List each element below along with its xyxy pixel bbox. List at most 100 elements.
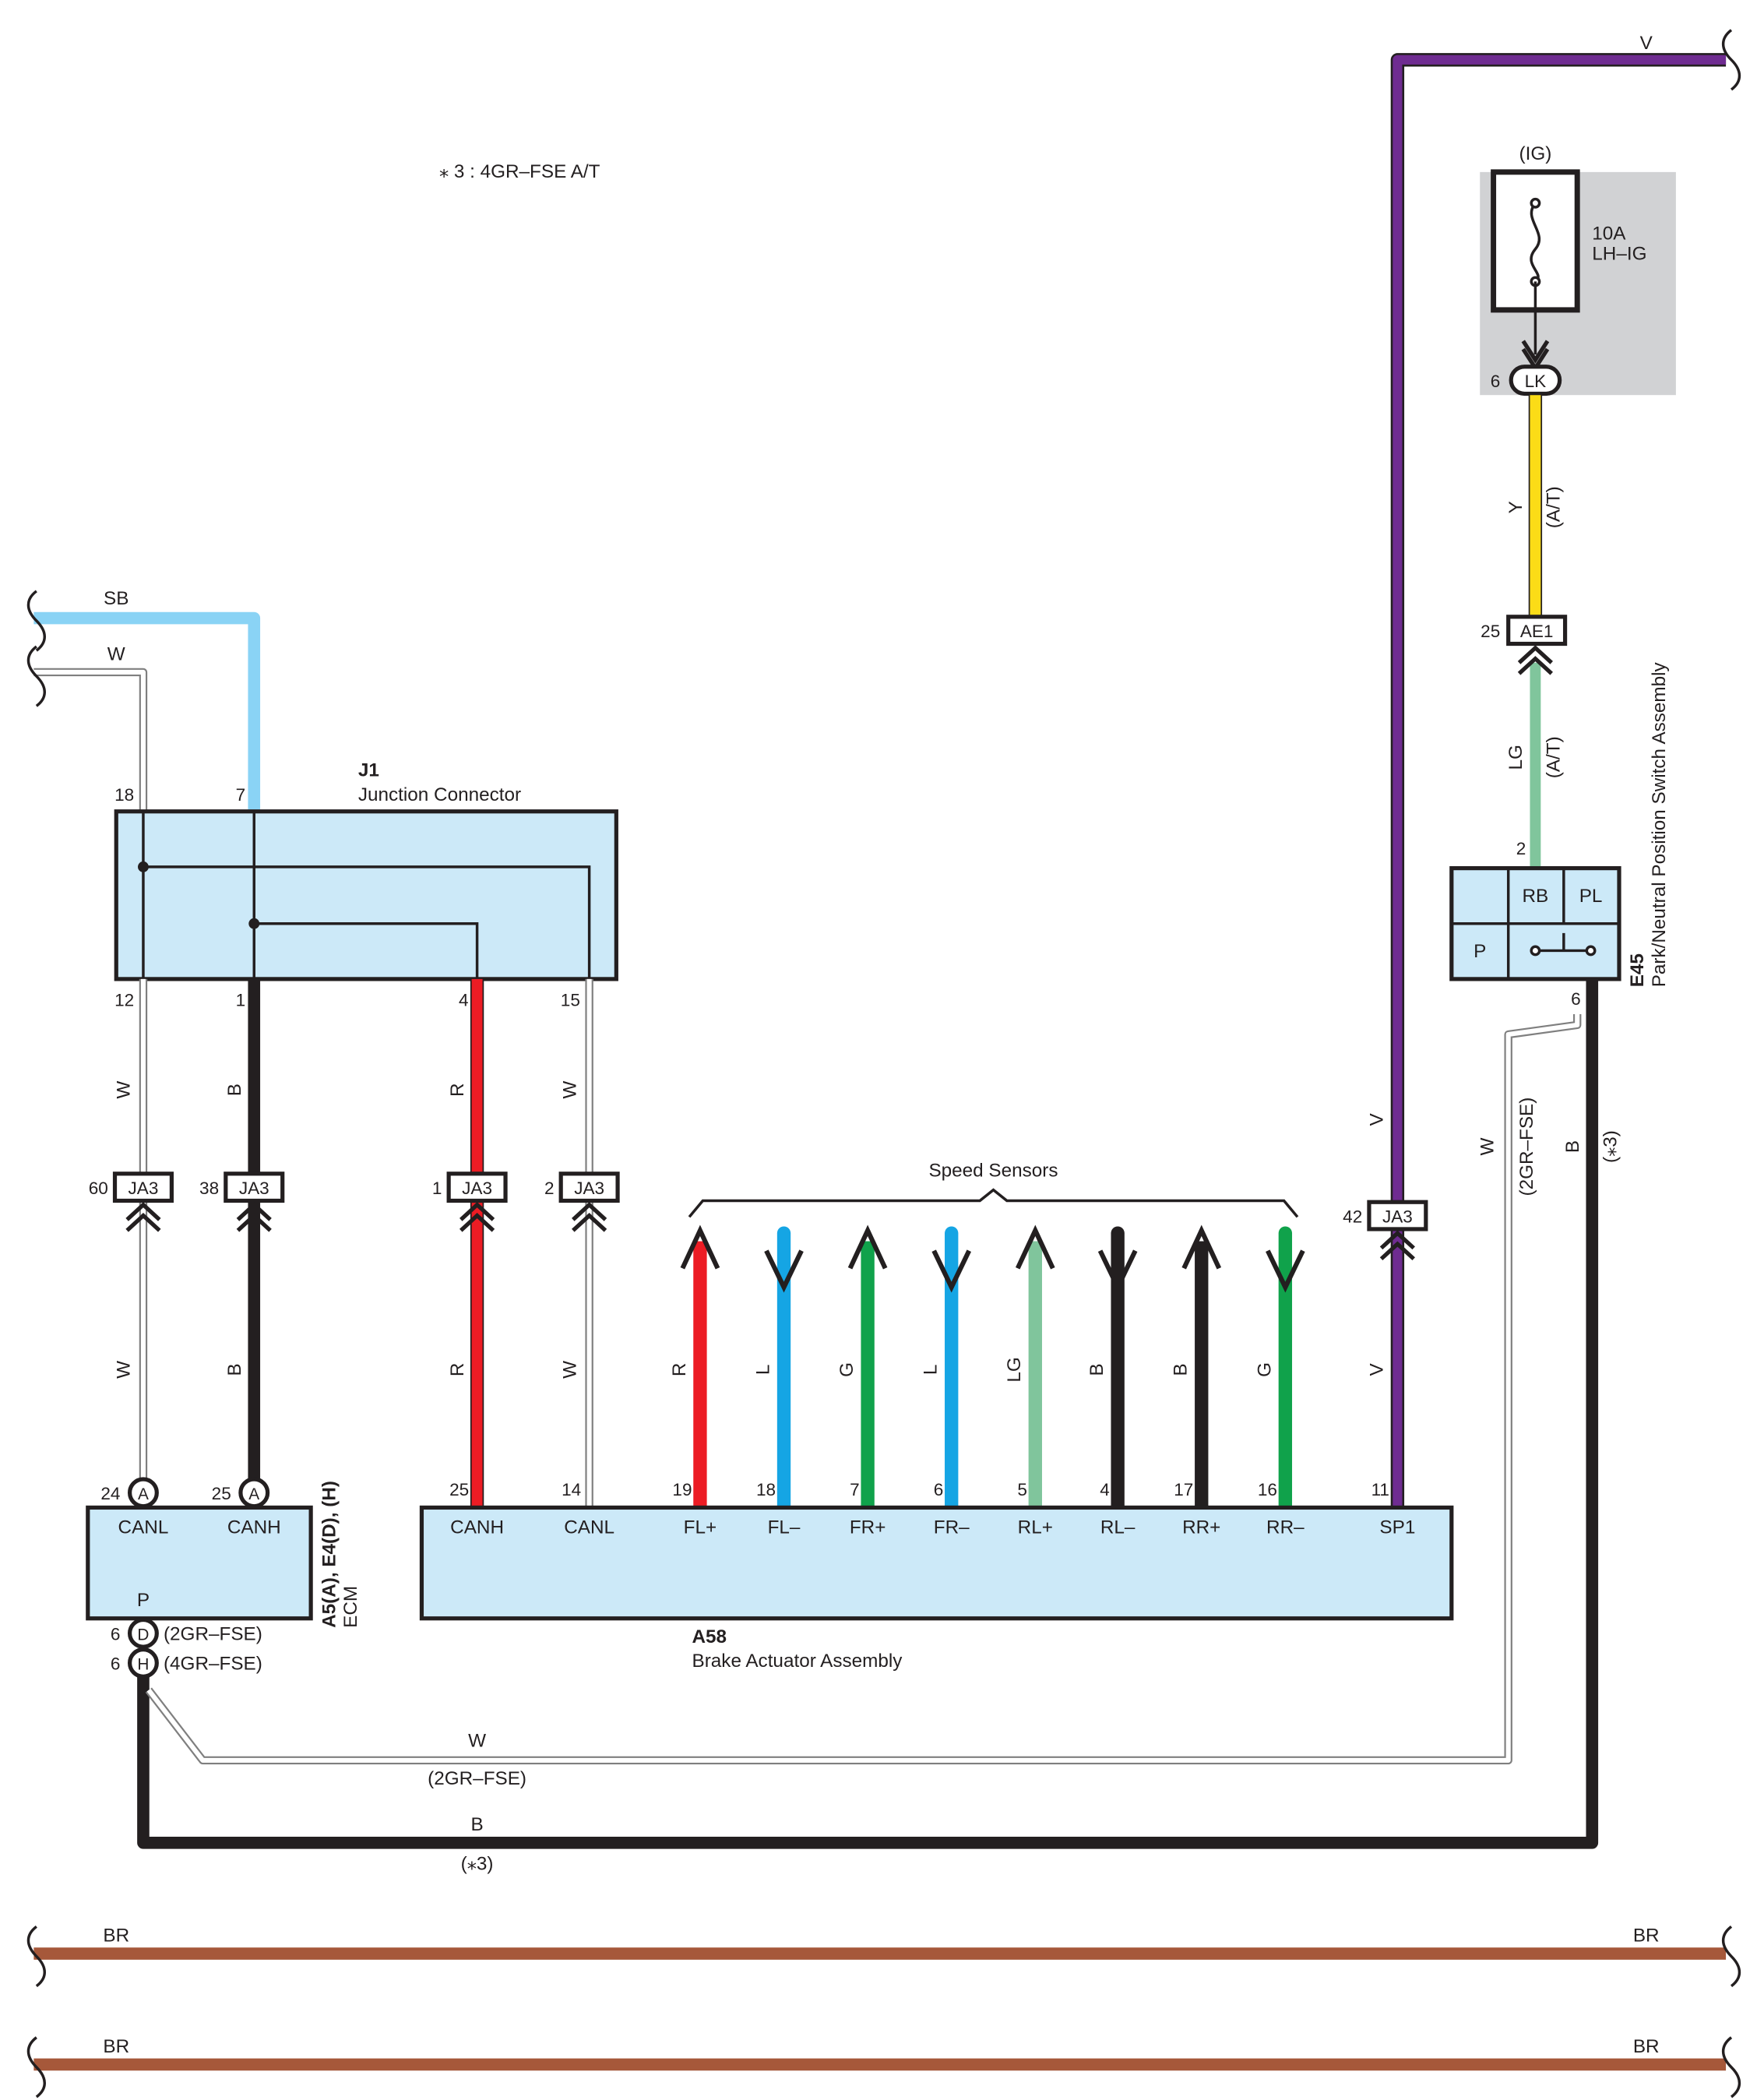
ecm-id: A5(A), E4(D), (H): [319, 1481, 340, 1628]
junction-pin-12: 12: [114, 991, 134, 1010]
arrow-up-icon: [1181, 1224, 1222, 1270]
connector-label: JA3: [239, 1179, 269, 1198]
fuse-icon: [1530, 202, 1541, 283]
actuator-terminal-pin: 14: [562, 1480, 581, 1499]
wire-label-v-upper: V: [1366, 1112, 1387, 1126]
wire-label-b-right: B: [1562, 1140, 1583, 1153]
ecm-pin-connector: [127, 1617, 159, 1649]
wire-y: Y (A/T): [1505, 395, 1565, 618]
wire-sb-in: SB: [26, 588, 261, 812]
fuse-box: (IG) 10A LH–IG LK 6: [1480, 143, 1676, 396]
arrow-up-icon: [1015, 1224, 1055, 1270]
junction-id: J1: [358, 760, 379, 781]
wire-label-w: W: [114, 1081, 135, 1099]
actuator-terminal-name: RR–: [1266, 1517, 1305, 1538]
ecm-terminal-canl: CANL: [118, 1517, 169, 1538]
wire-label-w-bottom: W: [468, 1731, 486, 1752]
wire-w-in: W: [26, 643, 148, 812]
speed-sensor-wire-label: B: [1171, 1363, 1192, 1376]
connector-arrow-icon: [125, 1202, 161, 1232]
connector-ja3-60: JA3 60: [89, 1172, 174, 1232]
fuse-supply: (IG): [1519, 143, 1551, 164]
fuse-name: LH–IG: [1592, 244, 1646, 265]
connector-ae1-pin: 25: [1481, 622, 1500, 641]
fuse-rating: 10A: [1592, 224, 1626, 245]
speed-sensor-wire: G: [1254, 1226, 1305, 1515]
wire-v: V V V: [1366, 29, 1741, 1508]
park-switch-id: E45: [1627, 953, 1648, 987]
connector-ae1-arrow-icon: [1517, 645, 1553, 675]
wire-label-w: W: [559, 1361, 580, 1379]
ecm-pin-6-d: 6: [111, 1624, 121, 1644]
junction-name: Junction Connector: [358, 784, 521, 805]
speed-sensor-wire: L: [921, 1226, 972, 1515]
ecm-pin-6-h: 6: [111, 1654, 121, 1674]
connector-ja3-42: JA3 42: [1343, 1200, 1428, 1261]
speed-sensor-wire: LG: [1004, 1224, 1055, 1508]
actuator-terminal-pin: 18: [756, 1480, 776, 1499]
wire-label-b: B: [224, 1083, 245, 1096]
ecm-pin-25: 25: [212, 1484, 231, 1503]
actuator-terminal-pin: 7: [850, 1480, 860, 1499]
ecm-terminal-canh: CANH: [227, 1517, 281, 1538]
wire-label-2gr-right: (2GR–FSE): [1516, 1098, 1537, 1196]
wire-lg: LG (A/T) 2: [1505, 662, 1565, 869]
park-switch-pin-in: 2: [1516, 839, 1526, 858]
fuse-connector: [1509, 365, 1562, 396]
fuse-pin: 6: [1491, 372, 1501, 391]
wire-ground-b: B (⁎3) B (⁎3): [137, 978, 1621, 1875]
wire-label-b-bottom: B: [470, 1814, 483, 1835]
variant-note: ⁎ 3 : 4GR–FSE A/T: [439, 161, 600, 182]
splice-dot: [248, 918, 260, 929]
wire-label-br: BR: [1633, 2036, 1660, 2057]
connector-pin: 38: [199, 1179, 219, 1198]
connector-arrow-icon: [1379, 1230, 1415, 1261]
connector-pin: 60: [89, 1179, 108, 1198]
wire-label-lg: LG: [1505, 745, 1526, 770]
junction-connector: J1 Junction Connector 18 7 12 1 4 15: [114, 760, 618, 1010]
speed-sensor-wire: B: [1086, 1226, 1138, 1515]
wire-label-w-right: W: [1477, 1138, 1498, 1156]
speed-sensor-wire-label: R: [669, 1363, 690, 1377]
actuator-terminal-pin: 4: [1100, 1480, 1110, 1499]
wire-w-2gr: W (2GR–FSE) W (2GR–FSE): [145, 1014, 1582, 1789]
actuator-terminal-pin: 19: [672, 1480, 692, 1499]
speed-sensor-wire-label: G: [836, 1362, 857, 1377]
wire-label-2gr-bottom: (2GR–FSE): [428, 1768, 526, 1789]
park-switch: RB PL P E45 Park/Neutral Position Switch…: [1449, 661, 1670, 1009]
connector-label: JA3: [462, 1179, 492, 1198]
actuator-terminal-name: FR+: [850, 1517, 886, 1538]
ecm-terminal-p: P: [137, 1590, 150, 1611]
connector-ja3-1: JA3 1: [432, 1172, 508, 1232]
actuator-terminal-name: CANL: [564, 1517, 614, 1538]
connector-arrow-icon: [459, 1202, 495, 1232]
park-switch-cell-pl: PL: [1579, 886, 1603, 907]
ecm-pin-conn-d: D: [137, 1626, 149, 1644]
ecm-pin-conn-h: H: [137, 1656, 149, 1674]
connector-ja3-2: JA3 2: [544, 1172, 620, 1232]
wire-label-lg-at: (A/T): [1544, 736, 1565, 778]
actuator-terminal-name: FR–: [934, 1517, 970, 1538]
park-switch-cell-rb: RB: [1523, 886, 1549, 907]
actuator-terminal-name: RR+: [1182, 1517, 1220, 1538]
ecm-pin-note-4gr: (4GR–FSE): [164, 1654, 262, 1675]
arrow-down-icon: [931, 1249, 972, 1293]
wire-label-r: R: [447, 1083, 468, 1097]
actuator-terminal-pin: 25: [449, 1480, 469, 1499]
connector-pin: 1: [432, 1179, 442, 1198]
wire-label-w-in: W: [107, 643, 125, 664]
actuator-name: Brake Actuator Assembly: [692, 1651, 903, 1672]
wire-label-y: Y: [1505, 501, 1526, 513]
splice-dot: [138, 861, 149, 872]
actuator-terminal-name: RL+: [1018, 1517, 1053, 1538]
park-switch-name: Park/Neutral Position Switch Assembly: [1649, 661, 1670, 987]
actuator-terminal-pin: 6: [934, 1480, 944, 1499]
ecm-pin-connector: [127, 1647, 159, 1679]
actuator-terminal-pin: 5: [1017, 1480, 1027, 1499]
wire-label-r: R: [447, 1363, 468, 1377]
speed-sensor-wire-label: B: [1086, 1363, 1107, 1376]
ecm-pin-conn-a: A: [248, 1485, 259, 1503]
wire-label-v-lower: V: [1366, 1363, 1387, 1376]
wire-label-b: B: [224, 1363, 245, 1376]
junction-pin-1: 1: [236, 991, 246, 1010]
